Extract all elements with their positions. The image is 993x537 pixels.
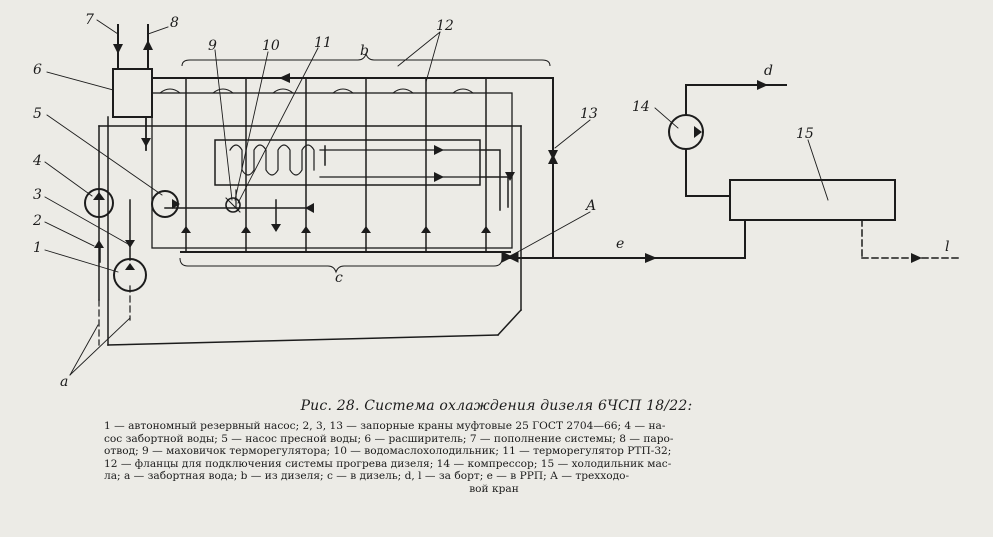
figure-title: Рис. 28. Система охлаждения дизеля 6ЧСП …: [300, 398, 693, 414]
reserve-pump: [113, 258, 147, 292]
label-1: 1: [33, 240, 42, 256]
label-e: e: [616, 236, 624, 252]
water-oil-cooler: [214, 139, 481, 186]
label-3: 3: [33, 187, 42, 203]
figure-legend: 1 — автономный резервный насос; 2, 3, 13…: [104, 420, 884, 496]
thermostat: [225, 197, 241, 213]
label-a: a: [60, 374, 68, 390]
label-b: b: [360, 43, 369, 59]
legend-line: 12 — фланцы для подключения системы прог…: [104, 457, 672, 470]
flow-arrows: [93, 40, 922, 270]
cooler-coil: [229, 144, 315, 176]
label-13: 13: [580, 106, 598, 122]
outer-frame-bottom: [107, 334, 499, 346]
label-9: 9: [208, 38, 217, 54]
label-A: A: [584, 198, 596, 214]
label-12: 12: [436, 18, 454, 34]
legend-line: сос забортной воды; 5 — насос пресной во…: [104, 432, 674, 445]
label-5: 5: [33, 106, 42, 122]
oil-cooler: [729, 179, 896, 221]
thermostat-handwheel: [225, 197, 241, 213]
label-15: 15: [796, 126, 814, 142]
seawater-pump: [84, 188, 114, 218]
outer-frame-return: [496, 308, 523, 337]
label-11: 11: [314, 35, 332, 51]
label-6: 6: [33, 62, 42, 78]
label-14: 14: [632, 99, 650, 115]
diesel-block: [151, 92, 513, 249]
label-2: 2: [32, 213, 42, 229]
legend-line: 1 — автономный резервный насос; 2, 3, 13…: [104, 420, 666, 432]
label-c: c: [335, 270, 343, 286]
cooling-system-diagram: 7 8 6 5 4 3 2 1 9 10 11 12 13 14 15 b c …: [32, 12, 961, 390]
leader-lines: [44, 19, 829, 376]
legend-line: отвод; 9 — маховичок терморегулятора; 10…: [104, 445, 672, 458]
legend-line: ла; а — забортная вода; b — из дизеля; с…: [104, 470, 630, 483]
riser-pipes: [185, 77, 487, 253]
label-l: l: [945, 239, 949, 255]
label-8: 8: [170, 15, 179, 31]
label-7: 7: [85, 12, 94, 28]
brace-b: [181, 52, 551, 67]
label-4: 4: [32, 153, 42, 169]
legend-line: вой кран: [469, 482, 519, 495]
cylinder-heads: [159, 88, 474, 94]
expansion-tank: [112, 68, 153, 118]
brace-c: [179, 257, 503, 274]
label-d: d: [764, 63, 773, 79]
label-10: 10: [262, 38, 280, 54]
